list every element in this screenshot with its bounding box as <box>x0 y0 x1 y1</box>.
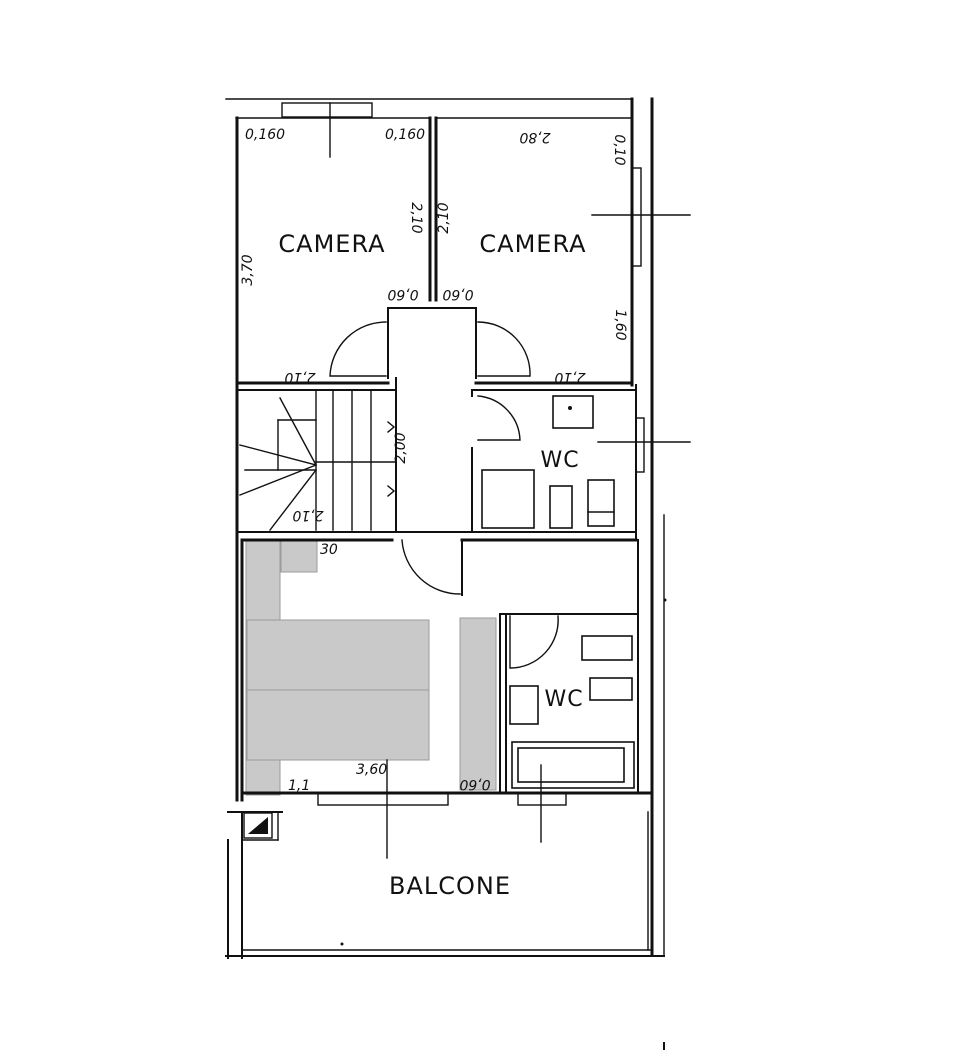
right-window-upper <box>631 167 642 267</box>
dim-left-height: 3,70 <box>240 254 256 285</box>
dim-right-top-small: 0,10 <box>611 134 627 165</box>
dim-door-right: 0,60 <box>442 286 473 302</box>
dim-bath-door: 0,60 <box>459 776 490 792</box>
top-window <box>281 102 373 118</box>
right-window-wc <box>635 417 645 473</box>
wc-upper <box>461 389 637 533</box>
wc-bidet <box>587 479 615 527</box>
stair <box>236 377 463 533</box>
dim-left-window-b: 0,160 <box>385 127 425 143</box>
balcony <box>225 811 665 959</box>
balcony-door <box>317 792 449 806</box>
wc2-toilet <box>581 635 633 661</box>
balcony-window <box>517 792 567 806</box>
dim-living-small: 1,1 <box>288 778 310 794</box>
dim-corridor-right-width: 2,10 <box>554 369 585 385</box>
wc-sink <box>552 395 594 429</box>
dim-door-left: 0,60 <box>387 286 418 302</box>
dim-corridor-left-width: 2,10 <box>284 369 315 385</box>
room-label-camera-left: CAMERA <box>278 230 385 258</box>
dim-stair-width: 2,10 <box>292 507 323 523</box>
room-label-wc-lower: WC <box>544 687 583 712</box>
outer-walls <box>225 97 691 957</box>
dim-right-lower: 1,60 <box>612 309 628 340</box>
room-label-camera-right: CAMERA <box>479 230 586 258</box>
shaded-furniture <box>245 539 497 796</box>
dim-mid-height-right: 2,10 <box>436 202 452 233</box>
wc-toilet <box>549 485 573 529</box>
living-area <box>240 538 654 859</box>
dim-left-window-a: 0,160 <box>245 127 285 143</box>
dim-mid-height-left: 2,10 <box>408 202 424 233</box>
dim-shade-30: 30 <box>320 542 338 558</box>
wc-shower <box>481 469 535 529</box>
wc2-bidet <box>589 677 633 701</box>
room-label-balcone: BALCONE <box>389 872 511 900</box>
shade-block-30 <box>280 539 318 573</box>
wc2-sink <box>509 685 539 725</box>
shade-cabinet <box>459 617 497 791</box>
dim-living-width: 3,60 <box>356 762 387 778</box>
dim-top-right-width: 2,80 <box>519 129 550 145</box>
bedrooms <box>235 116 634 385</box>
room-label-wc-upper: WC <box>540 448 579 473</box>
dim-stair-height: 2,00 <box>393 432 409 463</box>
